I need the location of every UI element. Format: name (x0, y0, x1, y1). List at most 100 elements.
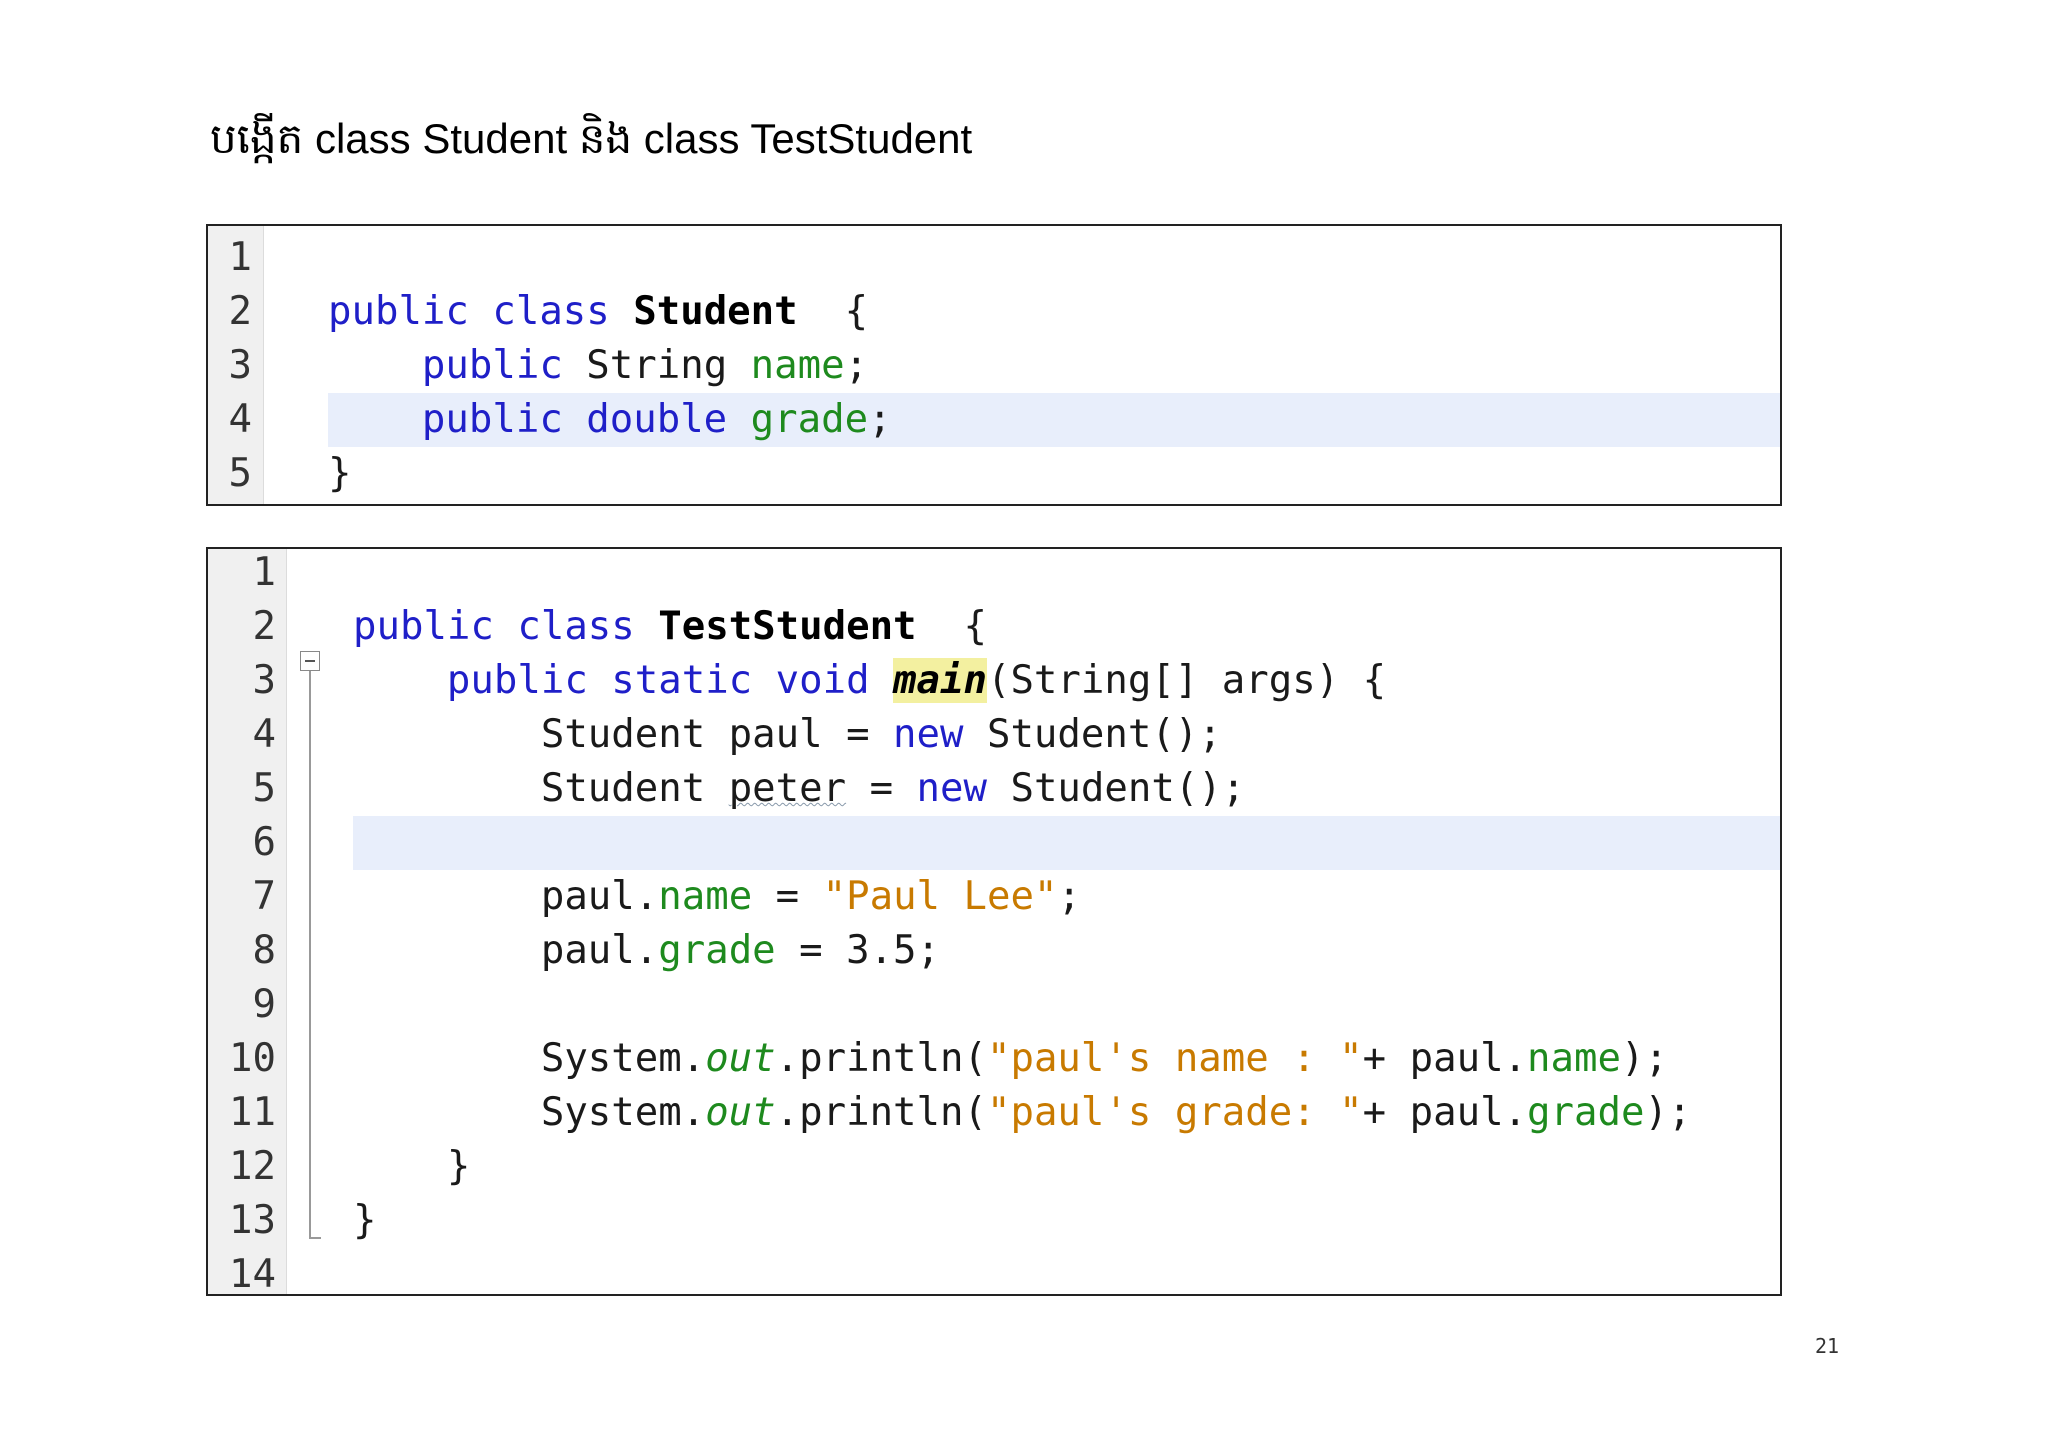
code-token: (String[] args) { (986, 658, 1387, 703)
code-token: "paul's name : " (986, 1036, 1363, 1081)
code-token: Student(); (986, 712, 1222, 757)
line-number-gutter (208, 549, 287, 1294)
code-token: grade (658, 928, 776, 973)
code-token: public static void (446, 658, 894, 703)
code-line: 6 (208, 816, 1780, 870)
code-line: 10 System.out.println("paul's name : "+ … (208, 1032, 1780, 1086)
code-token: System. (353, 1090, 706, 1135)
code-line: 7 paul.name = "Paul Lee"; (208, 870, 1780, 924)
code-token: = 3.5; (775, 928, 941, 973)
code-line: 2 public class Student { (208, 285, 1780, 339)
code-token: ); (1620, 1036, 1668, 1081)
code-text[interactable]: } (353, 1194, 376, 1248)
code-token: paul. (353, 928, 659, 973)
page-number: 21 (1815, 1334, 1840, 1358)
code-token: new (893, 712, 987, 757)
code-line: 5 Student peter = new Student(); (208, 762, 1780, 816)
line-number: 11 (229, 1090, 276, 1135)
code-text[interactable]: public static void main(String[] args) { (353, 654, 1386, 708)
code-line: 4 Student paul = new Student(); (208, 708, 1780, 762)
code-line: 1 (208, 231, 1780, 285)
code-token: String (586, 343, 751, 388)
line-number: 14 (229, 1252, 276, 1296)
code-token: ; (868, 397, 892, 442)
code-line: 3 public static void main(String[] args)… (208, 654, 1780, 708)
line-number: 2 (228, 289, 252, 334)
code-text[interactable]: paul.grade = 3.5; (353, 924, 940, 978)
current-line-highlight (353, 816, 1780, 870)
code-token (328, 397, 422, 442)
line-number: 5 (228, 451, 252, 496)
fold-end-marker (309, 1237, 321, 1239)
code-line: 2 public class TestStudent { (208, 600, 1780, 654)
code-token: { (797, 289, 869, 334)
code-token: "Paul Lee" (822, 874, 1058, 919)
code-token: ; (1057, 874, 1081, 919)
line-number: 2 (252, 604, 276, 649)
code-line: 3 public String name; (208, 339, 1780, 393)
line-number: 6 (252, 820, 276, 865)
line-number: 3 (252, 658, 276, 703)
line-number: 12 (229, 1144, 276, 1189)
line-number: 3 (228, 343, 252, 388)
code-line: 14 (208, 1248, 1780, 1296)
line-number: 13 (229, 1198, 276, 1243)
code-text[interactable]: } (353, 1140, 471, 1194)
code-line: 8 paul.grade = 3.5; (208, 924, 1780, 978)
code-token (353, 658, 447, 703)
line-number: 4 (228, 397, 252, 442)
code-line: 12 } (208, 1140, 1780, 1194)
code-token: "paul's grade: " (986, 1090, 1363, 1135)
code-token: TestStudent (658, 604, 917, 649)
code-line: 4 public double grade; (208, 393, 1780, 447)
code-token: System. (353, 1036, 706, 1081)
code-token: out (705, 1090, 776, 1135)
code-token: + paul. (1362, 1090, 1528, 1135)
line-number: 10 (229, 1036, 276, 1081)
code-token: Student paul = (353, 712, 894, 757)
code-text[interactable]: System.out.println("paul's name : "+ pau… (353, 1032, 1668, 1086)
line-number: 4 (252, 712, 276, 757)
code-token: } (328, 451, 352, 496)
code-token: peter (728, 766, 847, 811)
code-text[interactable]: Student paul = new Student(); (353, 708, 1222, 762)
code-text[interactable]: paul.name = "Paul Lee"; (353, 870, 1081, 924)
collapse-fold-icon[interactable] (300, 651, 320, 671)
code-token: new (916, 766, 1011, 811)
code-token: Student (633, 289, 798, 334)
code-line: 9 (208, 978, 1780, 1032)
code-token: { (916, 604, 987, 649)
code-text[interactable]: public String name; (328, 339, 868, 393)
code-token: .println( (775, 1036, 987, 1081)
line-number: 5 (252, 766, 276, 811)
code-token: name (658, 874, 753, 919)
line-number: 8 (252, 928, 276, 973)
code-token: = (752, 874, 823, 919)
code-token: public class (353, 604, 659, 649)
code-token (328, 343, 422, 388)
code-token: Student(); (1010, 766, 1246, 811)
code-token: .println( (775, 1090, 987, 1135)
code-line: 13} (208, 1194, 1780, 1248)
line-number: 1 (228, 235, 252, 280)
code-token: name (1527, 1036, 1621, 1081)
code-token: public class (328, 289, 634, 334)
code-token: public (421, 343, 587, 388)
code-token: = (846, 766, 917, 811)
code-token: main (893, 658, 987, 703)
code-text[interactable]: Student peter = new Student(); (353, 762, 1245, 816)
code-text[interactable]: } (328, 447, 351, 501)
code-line: 11 System.out.println("paul's grade: "+ … (208, 1086, 1780, 1140)
code-token: grade (750, 397, 869, 442)
current-line-highlight (328, 393, 1780, 447)
code-token: Student (353, 766, 729, 811)
code-text[interactable]: public class TestStudent { (353, 600, 987, 654)
code-text[interactable]: public double grade; (328, 393, 892, 447)
line-number: 9 (252, 982, 276, 1027)
slide-title: បង្កើត class Student និង class TestStude… (210, 115, 973, 162)
code-text[interactable]: System.out.println("paul's grade: "+ pau… (353, 1086, 1692, 1140)
fold-guide-line (309, 671, 311, 1237)
code-text[interactable]: public class Student { (328, 285, 868, 339)
